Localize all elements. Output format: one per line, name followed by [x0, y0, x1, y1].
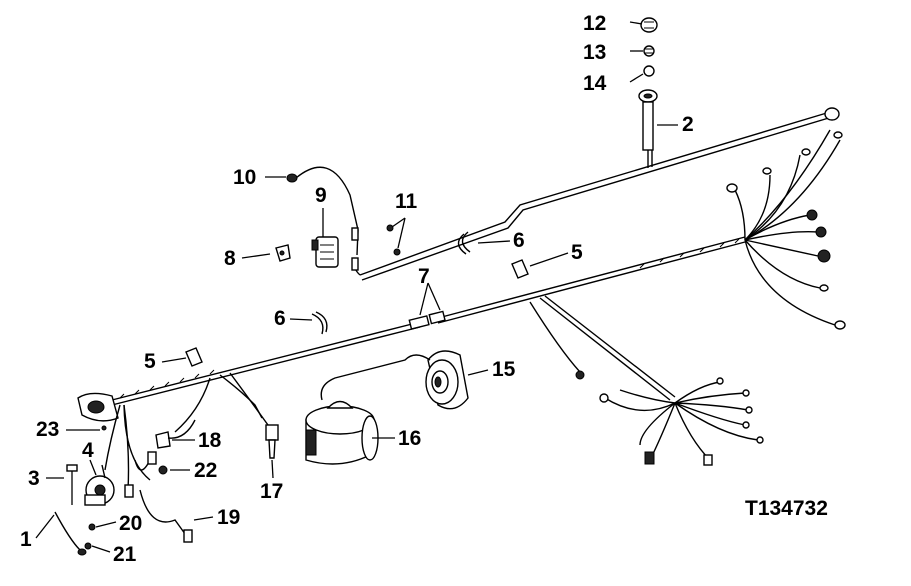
callout-1: 1	[20, 528, 32, 551]
callout-6-upper: 6	[513, 229, 525, 252]
callout-9: 9	[315, 184, 327, 207]
part-16-cylinder	[305, 400, 379, 465]
callout-3: 3	[28, 467, 40, 490]
part-10-lead	[286, 166, 359, 271]
callout-14: 14	[583, 72, 607, 95]
callout-labels: 12 13 14 2 10 9 11 6 5 8 7 6 5 15 23 4 1…	[20, 12, 694, 566]
callout-13: 13	[583, 41, 606, 64]
callout-6-lower: 6	[274, 307, 286, 330]
callout-16: 16	[398, 427, 421, 450]
callout-10: 10	[233, 166, 256, 189]
callout-20: 20	[119, 512, 142, 535]
callout-7: 7	[418, 265, 430, 288]
part-11-screws	[386, 224, 401, 256]
callout-17: 17	[260, 480, 283, 503]
callout-18: 18	[198, 429, 222, 452]
leader-lines	[35, 21, 678, 553]
part-9-component	[311, 236, 339, 268]
callout-23: 23	[36, 418, 59, 441]
fuse-holder-parts	[638, 17, 658, 151]
part-15-horn	[320, 350, 469, 410]
callout-12: 12	[583, 12, 606, 35]
callout-19: 19	[217, 506, 240, 529]
clips	[185, 231, 529, 367]
callout-21: 21	[113, 543, 137, 566]
main-harness-trunk	[111, 111, 833, 406]
callout-5-lower: 5	[144, 350, 156, 373]
callout-8: 8	[224, 247, 236, 270]
callout-2: 2	[682, 113, 694, 136]
part-8-clip	[275, 244, 291, 262]
lower-right-breakout	[575, 370, 764, 466]
right-breakout-wires	[726, 107, 846, 330]
callout-4: 4	[82, 439, 94, 462]
left-components	[54, 372, 279, 556]
callout-5-upper: 5	[571, 241, 583, 264]
callout-15: 15	[492, 358, 516, 381]
figure-id: T134732	[745, 497, 828, 520]
callout-22: 22	[194, 459, 217, 482]
callout-11: 11	[395, 190, 418, 213]
